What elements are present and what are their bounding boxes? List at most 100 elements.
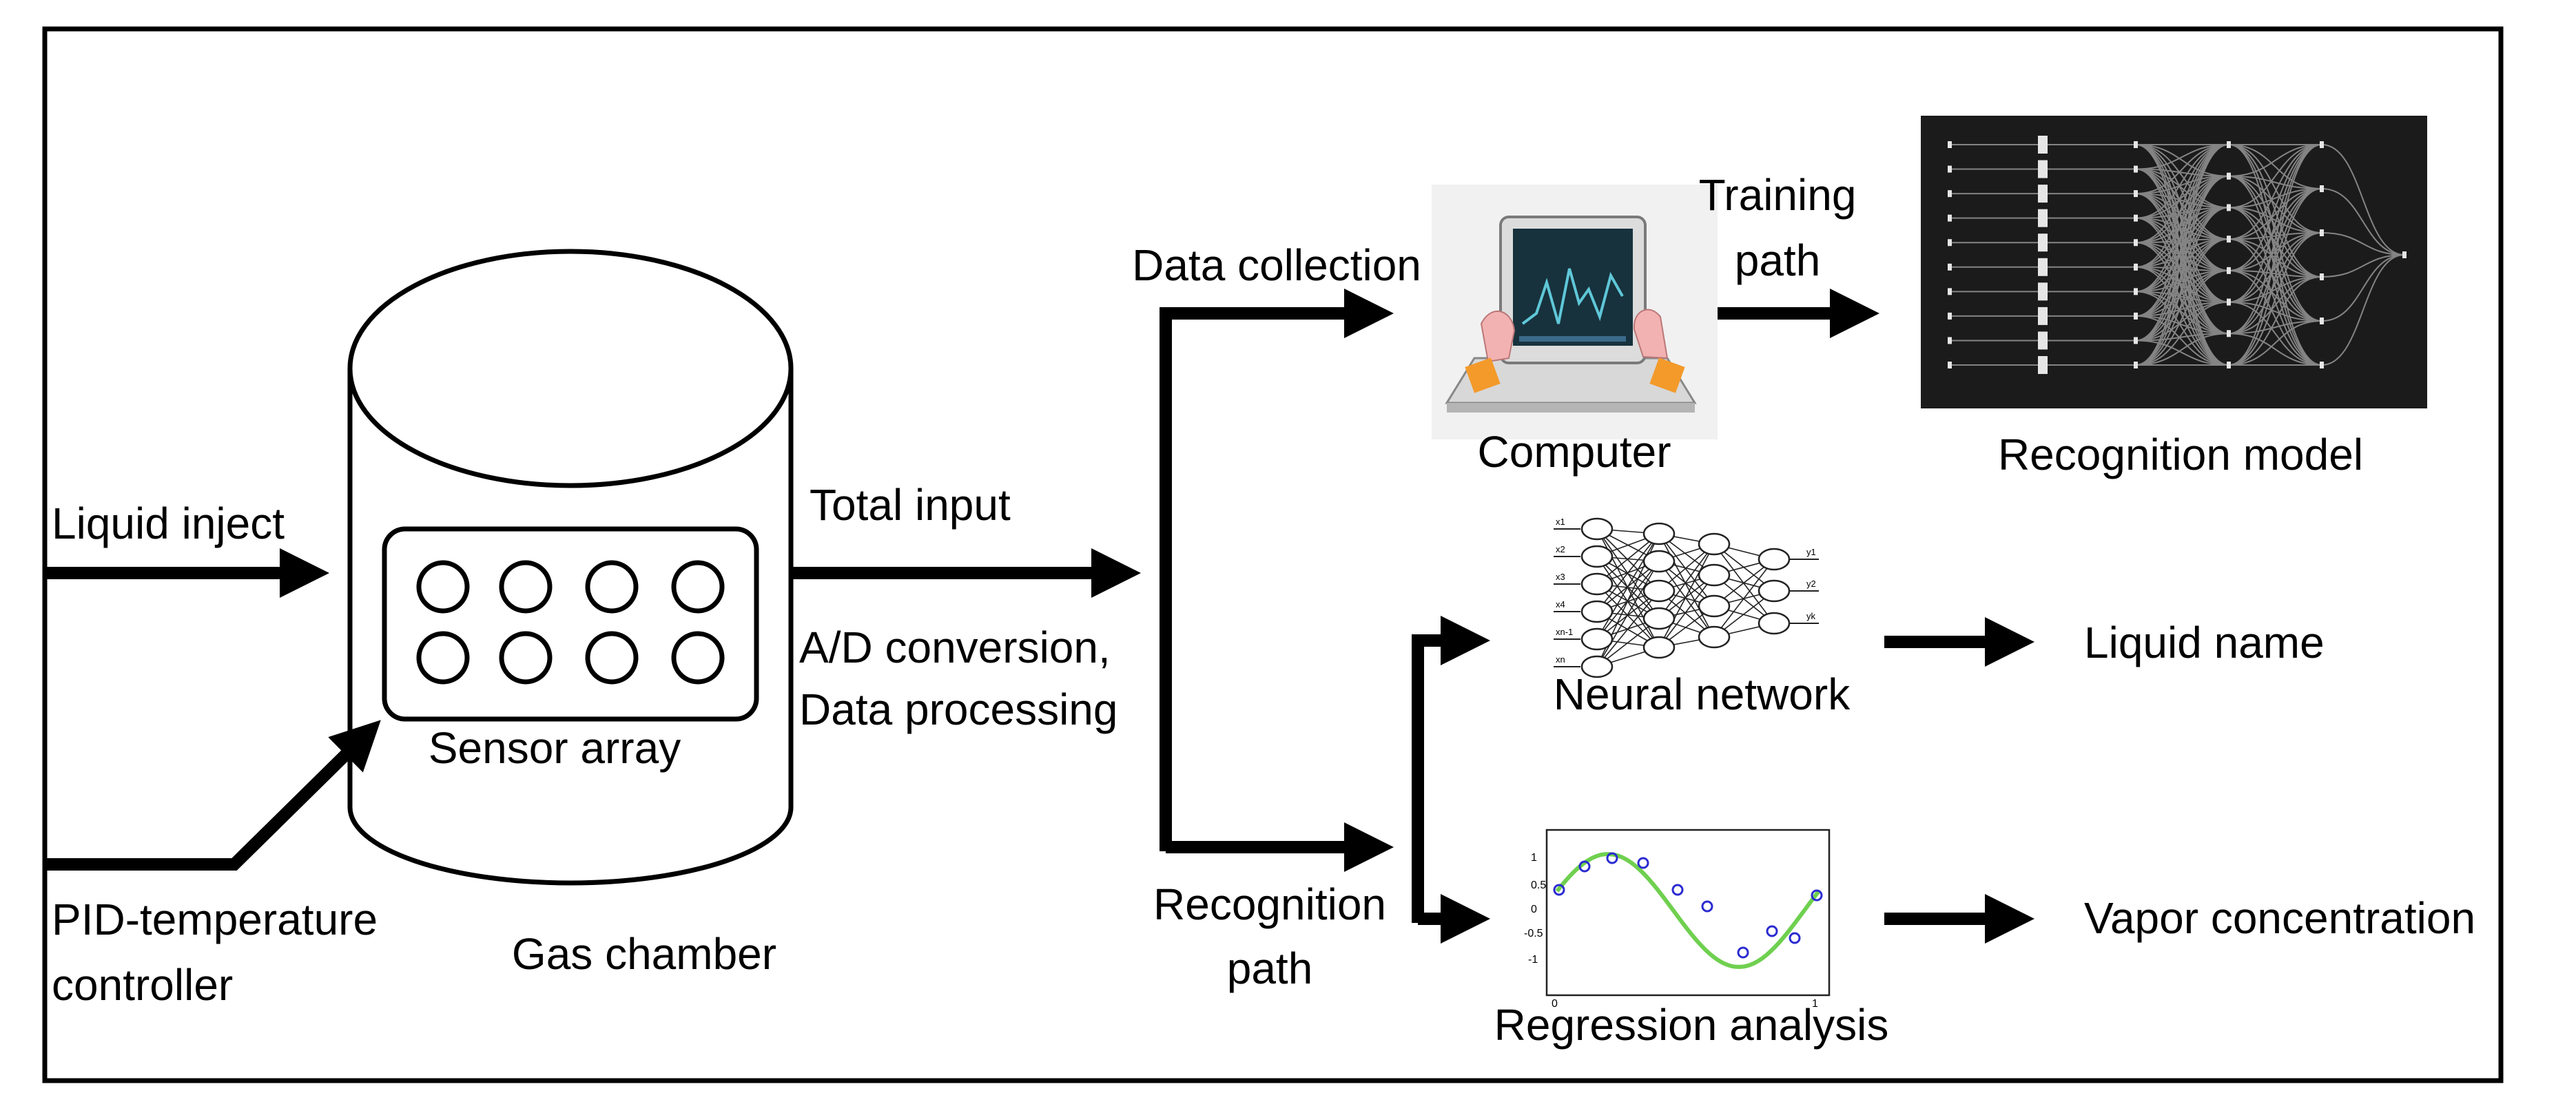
label-sensor-array: Sensor array <box>429 723 681 773</box>
nn-input-label: xn <box>1556 654 1565 665</box>
rm-link <box>2228 175 2322 322</box>
nn-node <box>1758 612 1791 635</box>
nn-node <box>1580 655 1614 678</box>
rm-link <box>2135 269 2229 342</box>
rm-link <box>2135 175 2229 195</box>
rm-node <box>2320 229 2324 236</box>
rm-node <box>2320 185 2324 192</box>
rm-link <box>2228 188 2322 335</box>
label-recognition: Recognition <box>1153 880 1386 929</box>
rm-link <box>2135 168 2229 366</box>
rm-link <box>2135 269 2229 293</box>
rm-link <box>2228 175 2322 233</box>
rm-node <box>2038 282 2048 301</box>
rm-link <box>2228 232 2322 303</box>
rm-link <box>2228 188 2322 303</box>
rm-link <box>2135 144 2229 268</box>
rm-link <box>2321 254 2405 322</box>
rm-link <box>2135 168 2229 209</box>
nn-edge <box>1658 543 1715 648</box>
rm-link <box>2135 238 2229 293</box>
rm-link <box>2228 320 2322 366</box>
rm-link <box>2135 175 2229 219</box>
nn-input-label: x2 <box>1556 544 1565 554</box>
rm-node <box>2038 356 2048 374</box>
rm-link <box>2135 269 2229 366</box>
rm-link <box>2135 144 2229 303</box>
rm-node <box>2134 337 2138 344</box>
label-liquid-name: Liquid name <box>2084 618 2325 667</box>
rm-link <box>2135 193 2229 335</box>
rm-link <box>2228 175 2322 366</box>
rm-node <box>2320 141 2324 148</box>
sensor-element <box>671 560 725 614</box>
to-neural-network-arrow <box>1412 616 1490 923</box>
rm-link <box>2135 193 2229 209</box>
nn-edge <box>1713 559 1775 638</box>
rm-node <box>2134 312 2138 320</box>
rm-node <box>2038 331 2048 350</box>
rm-node <box>2134 165 2138 173</box>
rm-node <box>2134 263 2138 271</box>
rm-node <box>2227 330 2231 337</box>
nn-node <box>1698 563 1731 587</box>
nn-input-label: x3 <box>1556 572 1565 582</box>
sensor-array <box>382 526 759 722</box>
rm-link <box>2228 276 2322 303</box>
rm-link <box>2135 207 2229 293</box>
rm-link <box>2228 232 2322 335</box>
rm-link <box>2135 144 2229 335</box>
rm-link <box>2135 168 2229 177</box>
nn-edge <box>1596 556 1660 648</box>
rm-link <box>2135 269 2229 317</box>
rm-node <box>2320 273 2324 280</box>
nn-edge <box>1713 543 1775 624</box>
rm-node <box>2038 136 2048 154</box>
nn-edge <box>1596 528 1660 592</box>
rm-link <box>2228 207 2322 233</box>
rm-node <box>2320 362 2324 368</box>
rm-link <box>2228 238 2322 322</box>
reg-xtick: 0 <box>1552 998 1558 1010</box>
reg-sample-point <box>1701 900 1713 913</box>
rm-link <box>2135 144 2229 342</box>
rm-link <box>2135 301 2229 342</box>
label-total-input: Total input <box>810 480 1011 530</box>
rm-node <box>1948 141 1952 148</box>
nn-node <box>1580 627 1614 651</box>
rm-link <box>2135 333 2229 366</box>
rm-link <box>2135 207 2229 317</box>
label-vapor-concentration: Vapor concentration <box>2084 893 2475 943</box>
rm-link <box>2228 207 2322 278</box>
rm-link <box>2135 291 2229 303</box>
rm-link <box>2135 207 2229 342</box>
rm-link <box>2228 144 2322 335</box>
label-regression-analysis: Regression analysis <box>1494 1000 1889 1050</box>
rm-node <box>1948 288 1952 295</box>
reg-sample-point <box>1578 860 1591 873</box>
label-data-processing: Data processing <box>799 685 1117 734</box>
nn-node <box>1642 607 1676 630</box>
label-ad-conversion: A/D conversion, <box>799 623 1111 672</box>
nn-edge <box>1658 574 1715 648</box>
rm-link <box>2135 207 2229 366</box>
rm-link <box>2135 238 2229 342</box>
rm-link <box>2228 144 2322 240</box>
rm-node <box>2038 209 2048 227</box>
rm-link <box>2321 232 2405 256</box>
rm-link <box>2135 315 2229 335</box>
sensor-element <box>499 560 553 614</box>
reg-sample-point <box>1789 932 1801 944</box>
nn-edge <box>1658 561 1715 638</box>
rm-link <box>2135 315 2229 366</box>
rm-link <box>2228 144 2322 209</box>
rm-link <box>2135 193 2229 366</box>
rm-link <box>2135 238 2229 317</box>
label-gas-chamber: Gas chamber <box>512 929 776 979</box>
rm-link <box>2228 144 2322 322</box>
label-neural-network: Neural network <box>1554 669 1851 719</box>
reg-ytick: -1 <box>1528 954 1538 966</box>
rm-link <box>2135 207 2229 244</box>
